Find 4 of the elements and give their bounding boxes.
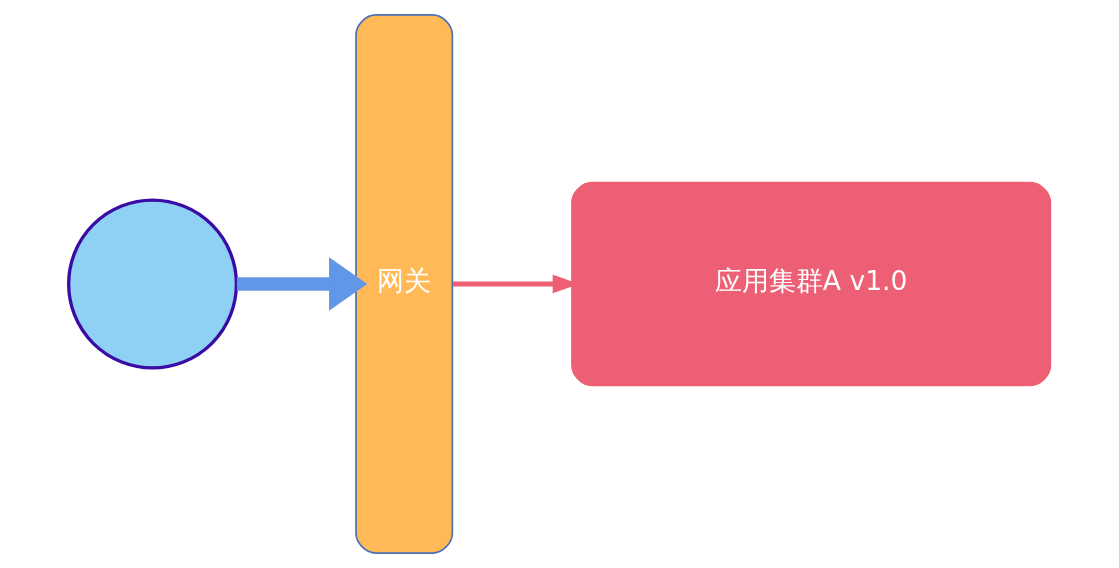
- node-box: 应用集群A v1.0: [571, 181, 1052, 387]
- node-box: 网关: [355, 14, 454, 554]
- arrow: [236, 257, 368, 311]
- node-person: [67, 198, 239, 370]
